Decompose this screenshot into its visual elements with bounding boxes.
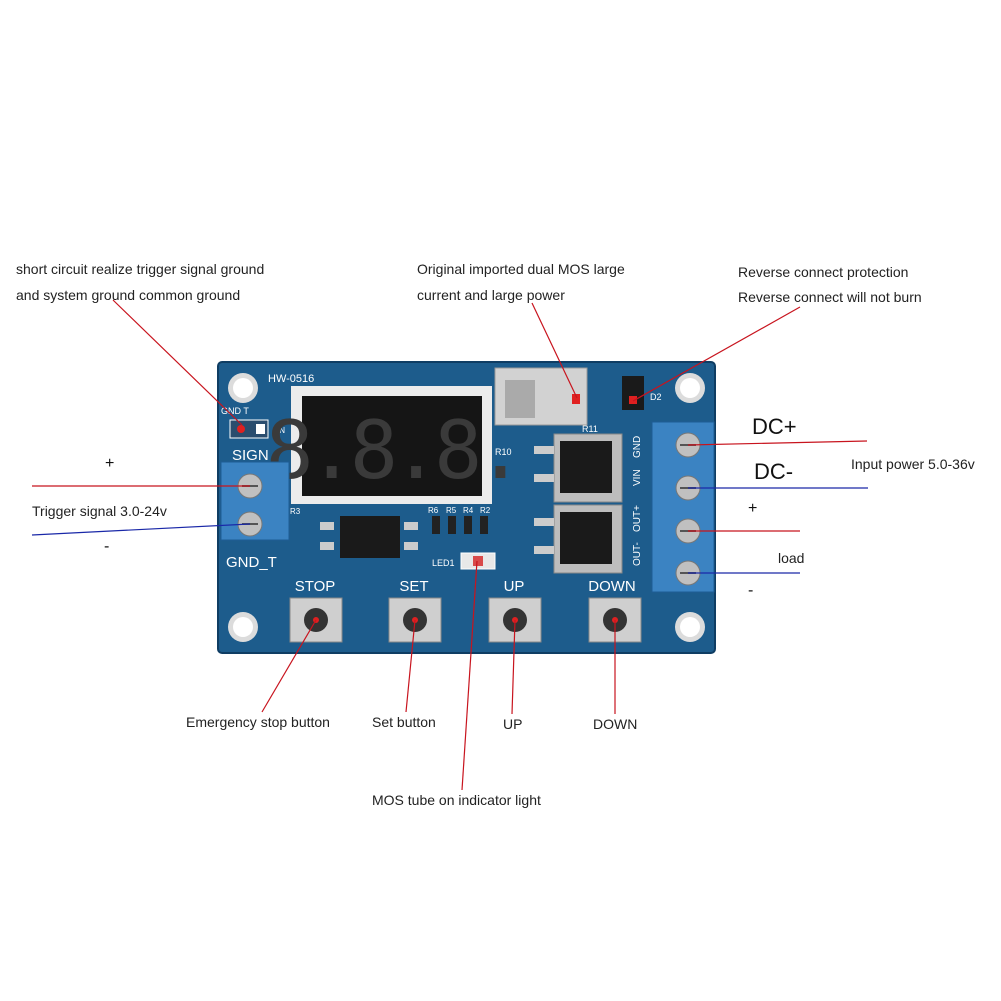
leader-set bbox=[405, 619, 416, 713]
trigger-terminal-block bbox=[220, 461, 290, 541]
mounting-holes bbox=[228, 373, 705, 642]
up-silk-label: UP bbox=[504, 578, 525, 595]
leader-mos-indicator bbox=[461, 560, 478, 791]
gnd-label: GND bbox=[632, 436, 643, 458]
callout-mos-line1: Original imported dual MOS large bbox=[417, 261, 625, 277]
callout-mos-line2: current and large power bbox=[417, 287, 565, 303]
ic-chip bbox=[320, 516, 418, 558]
d2-label: D2 bbox=[650, 392, 662, 402]
voltage-regulator bbox=[494, 367, 588, 426]
r5-label: R5 bbox=[446, 506, 457, 515]
dc-minus-label: DC- bbox=[754, 459, 794, 484]
mosfet-pair bbox=[534, 433, 623, 574]
leader-lines bbox=[31, 299, 868, 791]
gnd-t-pads-label: GND T bbox=[221, 406, 249, 416]
out-minus-label: OUT- bbox=[632, 542, 643, 566]
seven-segment-display: 8.8.8. bbox=[266, 386, 524, 504]
gnd-t-label: GND_T bbox=[226, 554, 277, 571]
gn-label: GN bbox=[273, 426, 285, 435]
out-plus-label: OUT+ bbox=[632, 505, 643, 532]
load-minus-sign: - bbox=[748, 582, 754, 599]
resistor-row bbox=[432, 516, 488, 534]
down-silk-label: DOWN bbox=[588, 578, 636, 595]
r4-label: R4 bbox=[463, 506, 474, 515]
r10-label: R10 bbox=[495, 447, 512, 457]
r2-label: R2 bbox=[480, 506, 491, 515]
led1 bbox=[460, 552, 496, 570]
callout-set-button: Set button bbox=[372, 714, 436, 730]
r6-label: R6 bbox=[428, 506, 439, 515]
load-plus-sign: + bbox=[748, 500, 758, 517]
leader-up bbox=[511, 619, 516, 715]
callout-mos-indicator: MOS tube on indicator light bbox=[372, 792, 541, 808]
leader-reverse bbox=[632, 306, 801, 402]
callout-common-ground-line2: and system ground common ground bbox=[16, 287, 241, 303]
model-label: HW-0516 bbox=[268, 373, 314, 385]
leader-common-ground bbox=[112, 299, 243, 426]
callout-emergency-stop: Emergency stop button bbox=[186, 714, 330, 730]
led1-label: LED1 bbox=[432, 558, 455, 568]
callout-common-ground-line1: short circuit realize trigger signal gro… bbox=[16, 261, 265, 277]
set-silk-label: SET bbox=[399, 578, 428, 595]
callout-load: load bbox=[778, 550, 805, 566]
leader-dc-plus bbox=[687, 440, 868, 446]
trigger-plus-sign: + bbox=[105, 455, 115, 472]
r11-label: R11 bbox=[582, 424, 598, 434]
dc-plus-label: DC+ bbox=[752, 414, 797, 439]
sign-label: SIGN bbox=[232, 447, 269, 464]
power-terminal-block bbox=[651, 421, 715, 593]
leader-stop bbox=[261, 619, 317, 713]
callout-up: UP bbox=[503, 716, 523, 732]
diode-d2 bbox=[622, 376, 644, 410]
r3-label: R3 bbox=[290, 507, 301, 516]
vin-label: VIN bbox=[632, 469, 643, 486]
callout-reverse-line2: Reverse connect will not burn bbox=[738, 289, 922, 305]
trigger-minus-sign: - bbox=[104, 538, 110, 555]
gnd-t-pads bbox=[229, 419, 269, 439]
callout-reverse-line1: Reverse connect protection bbox=[738, 264, 909, 280]
leader-mos bbox=[531, 302, 578, 399]
leader-trigger-minus bbox=[31, 523, 251, 536]
stop-silk-label: STOP bbox=[295, 578, 336, 595]
callout-down: DOWN bbox=[593, 716, 638, 732]
power-terminal-labels: VIN GND OUT+ OUT- bbox=[632, 436, 643, 566]
display-digits: 8.8.8. bbox=[266, 404, 519, 497]
callout-trigger-signal: Trigger signal 3.0-24v bbox=[32, 503, 167, 519]
callout-input-power: Input power 5.0-36v bbox=[851, 456, 975, 472]
